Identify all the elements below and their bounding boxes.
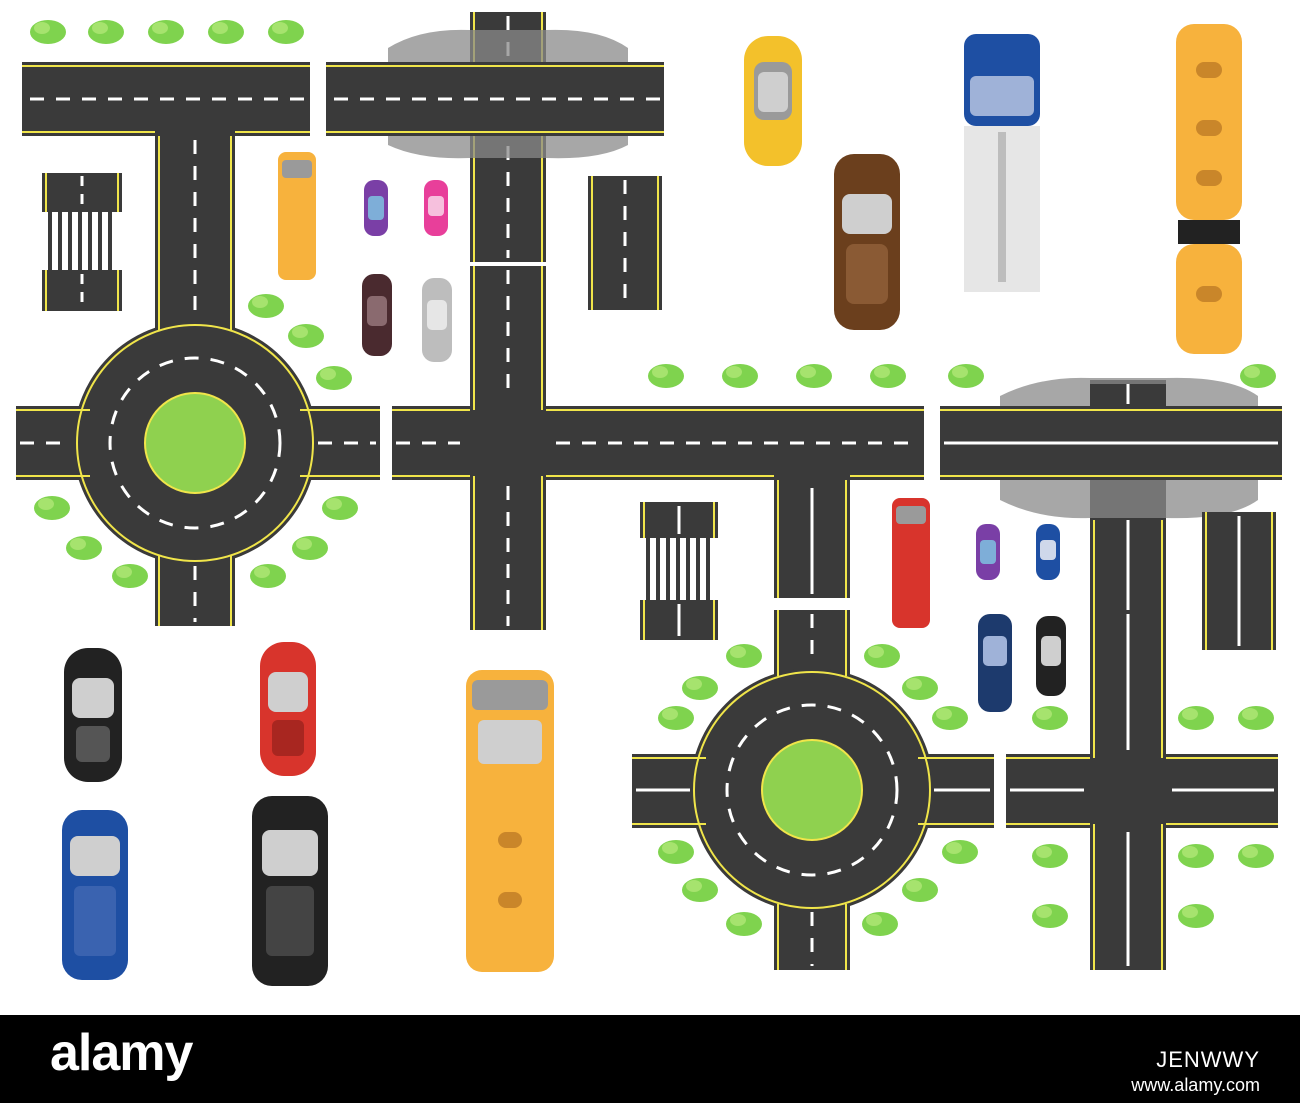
red-sedan (260, 642, 316, 776)
blue-compact (1036, 524, 1060, 580)
black-sedan (64, 648, 122, 782)
intersection-center (392, 266, 924, 630)
road-scene (16, 12, 1282, 986)
brown-suv (834, 154, 900, 330)
silver-compact (422, 278, 452, 362)
overpass-top (326, 12, 664, 262)
black-compact (1036, 616, 1066, 696)
t-junction-top-left (22, 62, 310, 266)
crosswalk-center (640, 502, 718, 640)
blue-minivan (62, 810, 128, 980)
image-id: JENWWY (1156, 1047, 1260, 1072)
purple-convertible-2 (976, 524, 1000, 580)
purple-convertible (364, 180, 388, 236)
maroon-compact (362, 274, 392, 356)
overpass-right (940, 377, 1282, 630)
roundabout-right (632, 610, 994, 970)
pink-compact (424, 180, 448, 236)
navy-compact (978, 614, 1012, 712)
red-bus (892, 498, 930, 628)
straight-piece-right (1202, 512, 1276, 650)
orange-bus-small (278, 152, 316, 280)
orange-bus-large (466, 670, 554, 972)
intersection-right (1006, 610, 1278, 970)
orange-articulated-bus (1176, 24, 1242, 354)
site-url: www.alamy.com (1131, 1075, 1260, 1095)
roundabout-left (16, 266, 380, 626)
yellow-sports-car (744, 36, 802, 166)
watermark-footer: alamy JENWWY www.alamy.com (0, 1015, 1300, 1103)
black-suv (252, 796, 328, 986)
straight-piece-top (588, 176, 662, 310)
crosswalk-left (42, 173, 122, 311)
blue-semi-truck (964, 34, 1040, 292)
alamy-logo: alamy (50, 1024, 193, 1082)
